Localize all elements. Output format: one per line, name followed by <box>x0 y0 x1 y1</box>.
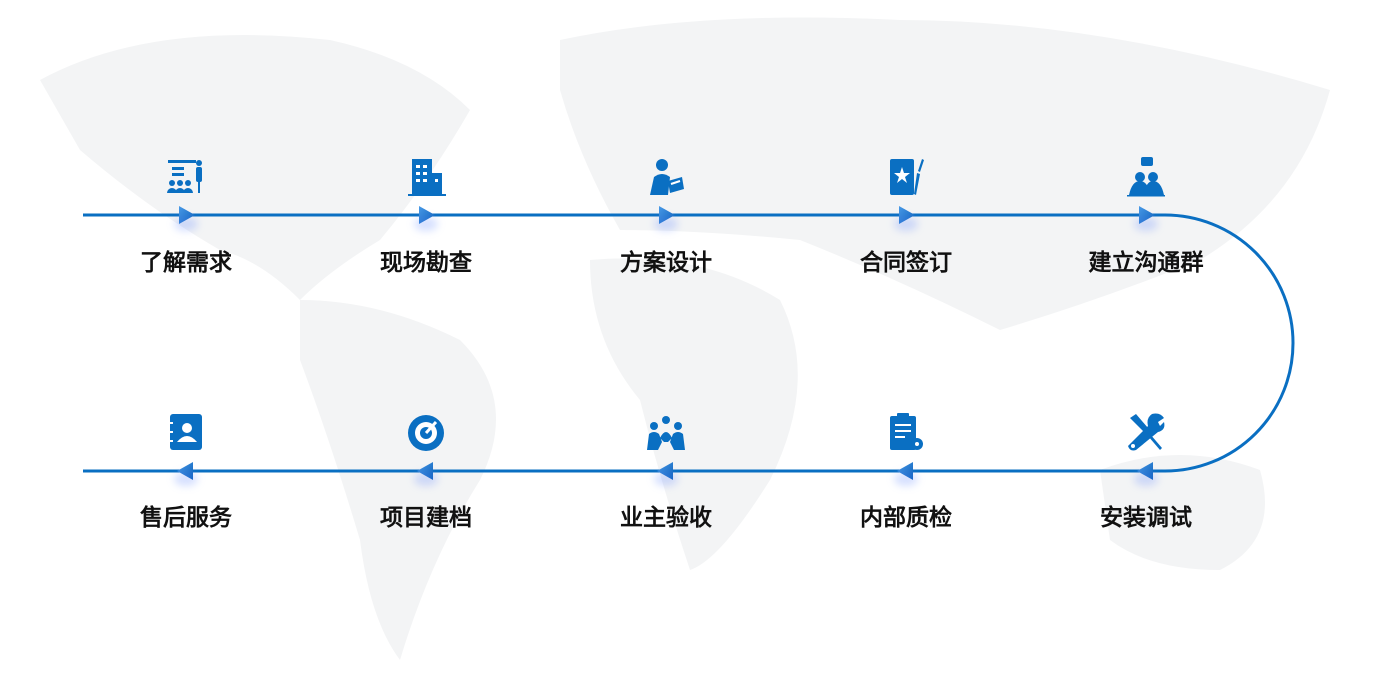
arrow-left-1 <box>1137 462 1153 480</box>
arrow-left-2 <box>897 462 913 480</box>
arrow-left-5 <box>177 462 193 480</box>
arrow-right-5 <box>1139 206 1155 224</box>
step-label: 建立沟通群 <box>1088 250 1204 276</box>
step-label: 项目建档 <box>380 505 472 531</box>
contract-icon <box>890 159 924 195</box>
arrow-right-3 <box>659 206 675 224</box>
step-label: 售后服务 <box>140 505 232 531</box>
step-label: 方案设计 <box>620 250 712 276</box>
designer-icon <box>650 159 684 195</box>
contact-book-icon <box>168 414 202 450</box>
presentation-icon <box>167 160 202 193</box>
arrow-right-1 <box>179 206 195 224</box>
step-label: 合同签订 <box>860 250 952 276</box>
arrow-left-3 <box>657 462 673 480</box>
arrow-left-4 <box>417 462 433 480</box>
clipboard-check-icon <box>890 413 923 450</box>
step-label: 业主验收 <box>620 505 712 531</box>
target-icon <box>408 415 444 451</box>
arrow-markers <box>177 206 1155 480</box>
arrow-right-4 <box>899 206 915 224</box>
team-icon <box>647 416 685 450</box>
step-label: 了解需求 <box>140 250 232 276</box>
flow-line <box>83 213 1295 473</box>
group-chat-icon <box>1127 157 1165 197</box>
arrow-right-2 <box>419 206 435 224</box>
step-label: 现场勘查 <box>380 250 472 276</box>
building-icon <box>408 159 446 196</box>
step-label: 安装调试 <box>1100 505 1192 531</box>
tools-icon <box>1128 413 1165 451</box>
step-label: 内部质检 <box>860 505 952 531</box>
